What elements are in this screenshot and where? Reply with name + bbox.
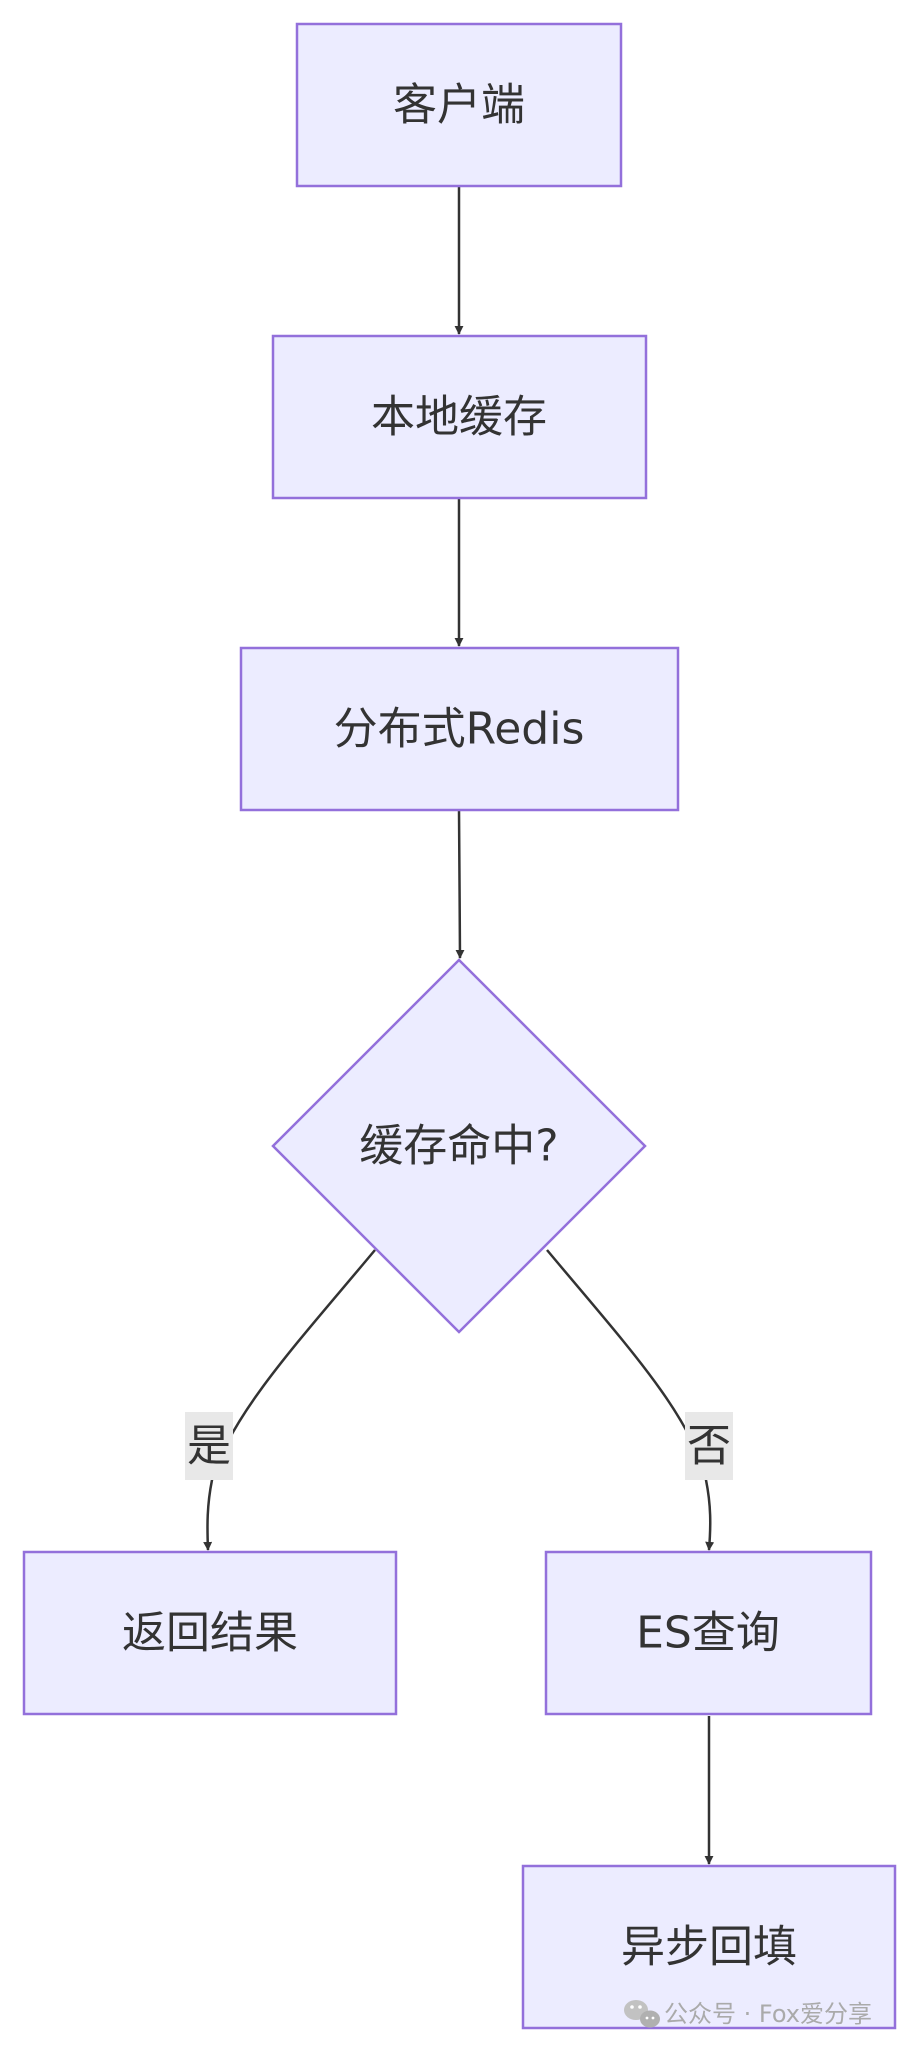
edge-decision-to-return-result	[203, 1249, 376, 1551]
node-cache-hit-label: 缓存命中?	[359, 1121, 558, 1172]
node-es-query-label: ES查询	[636, 1608, 780, 1659]
node-local-cache: 本地缓存	[271, 334, 648, 500]
wechat-icon	[624, 2000, 660, 2028]
node-redis-label: 分布式Redis	[334, 704, 585, 755]
node-local-cache-label: 本地缓存	[371, 392, 547, 443]
edge-label-yes-text: 是	[187, 1421, 231, 1472]
node-client: 客户端	[295, 22, 623, 188]
edge-redis-to-decision	[455, 809, 465, 959]
edge-decision-to-es-query	[546, 1249, 715, 1551]
node-return-result-label: 返回结果	[122, 1608, 298, 1659]
edge-label-yes: 是	[185, 1412, 233, 1480]
node-async-backfill: 异步回填	[521, 1864, 897, 2030]
watermark: 公众号 · Fox爱分享	[624, 2000, 872, 2028]
node-cache-hit-decision: 缓存命中?	[271, 958, 647, 1334]
node-es-query: ES查询	[544, 1550, 873, 1716]
node-return-result: 返回结果	[22, 1550, 398, 1716]
edge-label-no: 否	[685, 1412, 733, 1480]
watermark-text: 公众号 · Fox爱分享	[664, 2000, 872, 2028]
node-client-label: 客户端	[393, 80, 525, 131]
node-async-backfill-label: 异步回填	[621, 1922, 797, 1973]
node-redis: 分布式Redis	[239, 646, 680, 812]
edge-label-no-text: 否	[687, 1421, 731, 1472]
